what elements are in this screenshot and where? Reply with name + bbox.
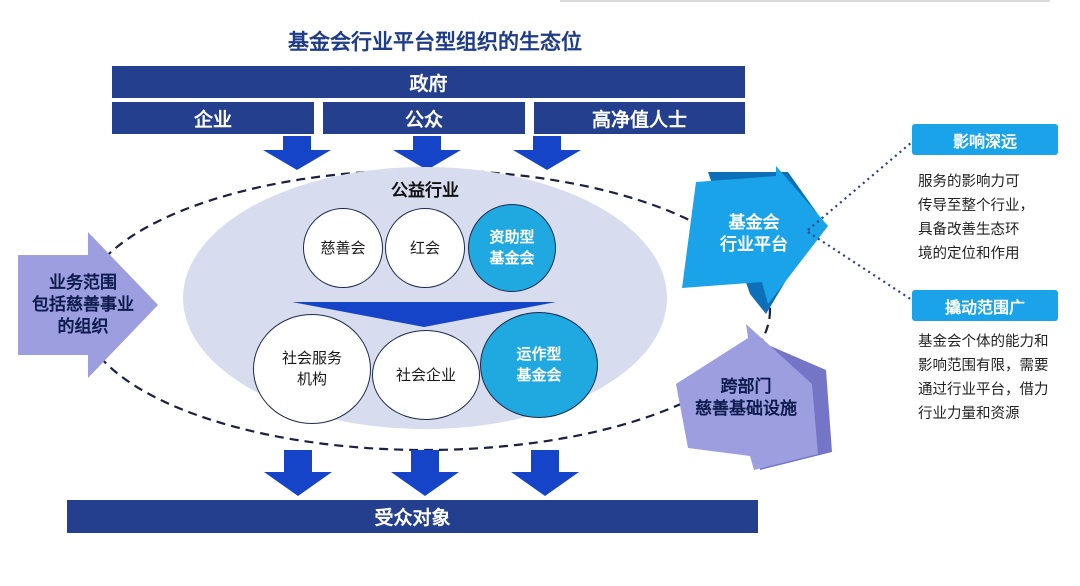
source-label-hnwi: 高净值人士: [591, 108, 687, 131]
org-label-red-cross: 红会: [409, 238, 440, 257]
org-circle-grantmaking-foundation: 资助型 基金会: [468, 204, 556, 292]
org-circle-social-service: 社会服务 机构: [253, 314, 371, 424]
org-circle-social-enterprise: 社会企业: [372, 330, 480, 420]
org-label-operating-foundation: 运作型 基金会: [516, 345, 562, 384]
left-scope-arrow: [18, 232, 158, 378]
source-bar-enterprise: 企业: [112, 102, 314, 134]
org-label-social-enterprise: 社会企业: [395, 365, 456, 384]
left-scope-label: 业务范围 包括慈善事业 的组织: [32, 273, 134, 337]
down-arrow-bottom-3: [511, 450, 579, 496]
down-arrow-enterprise: [263, 136, 331, 170]
org-label-grantmaking-foundation: 资助型 基金会: [489, 228, 535, 267]
note-wide-leverage: 基金会个体的能力和 影响范围有限，需要 通过行业平台，借力 行业力量和资源: [918, 334, 1049, 422]
org-circle-red-cross: 红会: [385, 208, 465, 288]
inner-down-arrow: [292, 302, 556, 327]
connector-dotted-1: [807, 141, 913, 231]
beneficiary-label: 受众对象: [374, 507, 451, 529]
down-arrow-public: [393, 136, 461, 170]
source-bar-hnwi: 高净值人士: [534, 102, 745, 134]
down-arrow-bottom-2: [391, 450, 459, 496]
top-divider: [560, 0, 1050, 2]
government-bar: 政府: [112, 66, 745, 98]
connector-dotted-2: [807, 231, 913, 301]
tag-far-reaching: 影响深远: [912, 124, 1058, 155]
tag-far-reaching-label: 影响深远: [952, 131, 1017, 151]
source-label-enterprise: 企业: [193, 108, 232, 131]
note-far-reaching: 服务的影响力可 传导至整个行业， 具备改善生态环 境的定位和作用: [918, 174, 1034, 262]
org-label-charity-federation: 慈善会: [320, 238, 366, 257]
beneficiary-bar: 受众对象: [67, 500, 758, 533]
infra-label: 跨部门 慈善基础设施: [695, 377, 797, 419]
org-circle-operating-foundation: 运作型 基金会: [480, 312, 598, 418]
infra-arrow: [676, 324, 818, 470]
government-label: 政府: [409, 72, 448, 95]
tag-wide-leverage: 撬动范围广: [912, 290, 1058, 321]
tag-wide-leverage-label: 撬动范围广: [944, 297, 1025, 317]
public-welfare-label: 公益行业: [391, 181, 459, 201]
org-label-social-service: 社会服务 机构: [281, 349, 342, 388]
source-label-public: 公众: [404, 108, 443, 131]
org-circle-charity-federation: 慈善会: [303, 208, 383, 288]
platform-label: 基金会 行业平台: [720, 213, 788, 255]
down-arrow-hnwi: [513, 136, 581, 170]
diagram-title: 基金会行业平台型组织的生态位: [288, 30, 582, 54]
source-bar-public: 公众: [323, 102, 525, 134]
down-arrow-bottom-1: [264, 450, 332, 496]
platform-arrow: [682, 166, 828, 304]
